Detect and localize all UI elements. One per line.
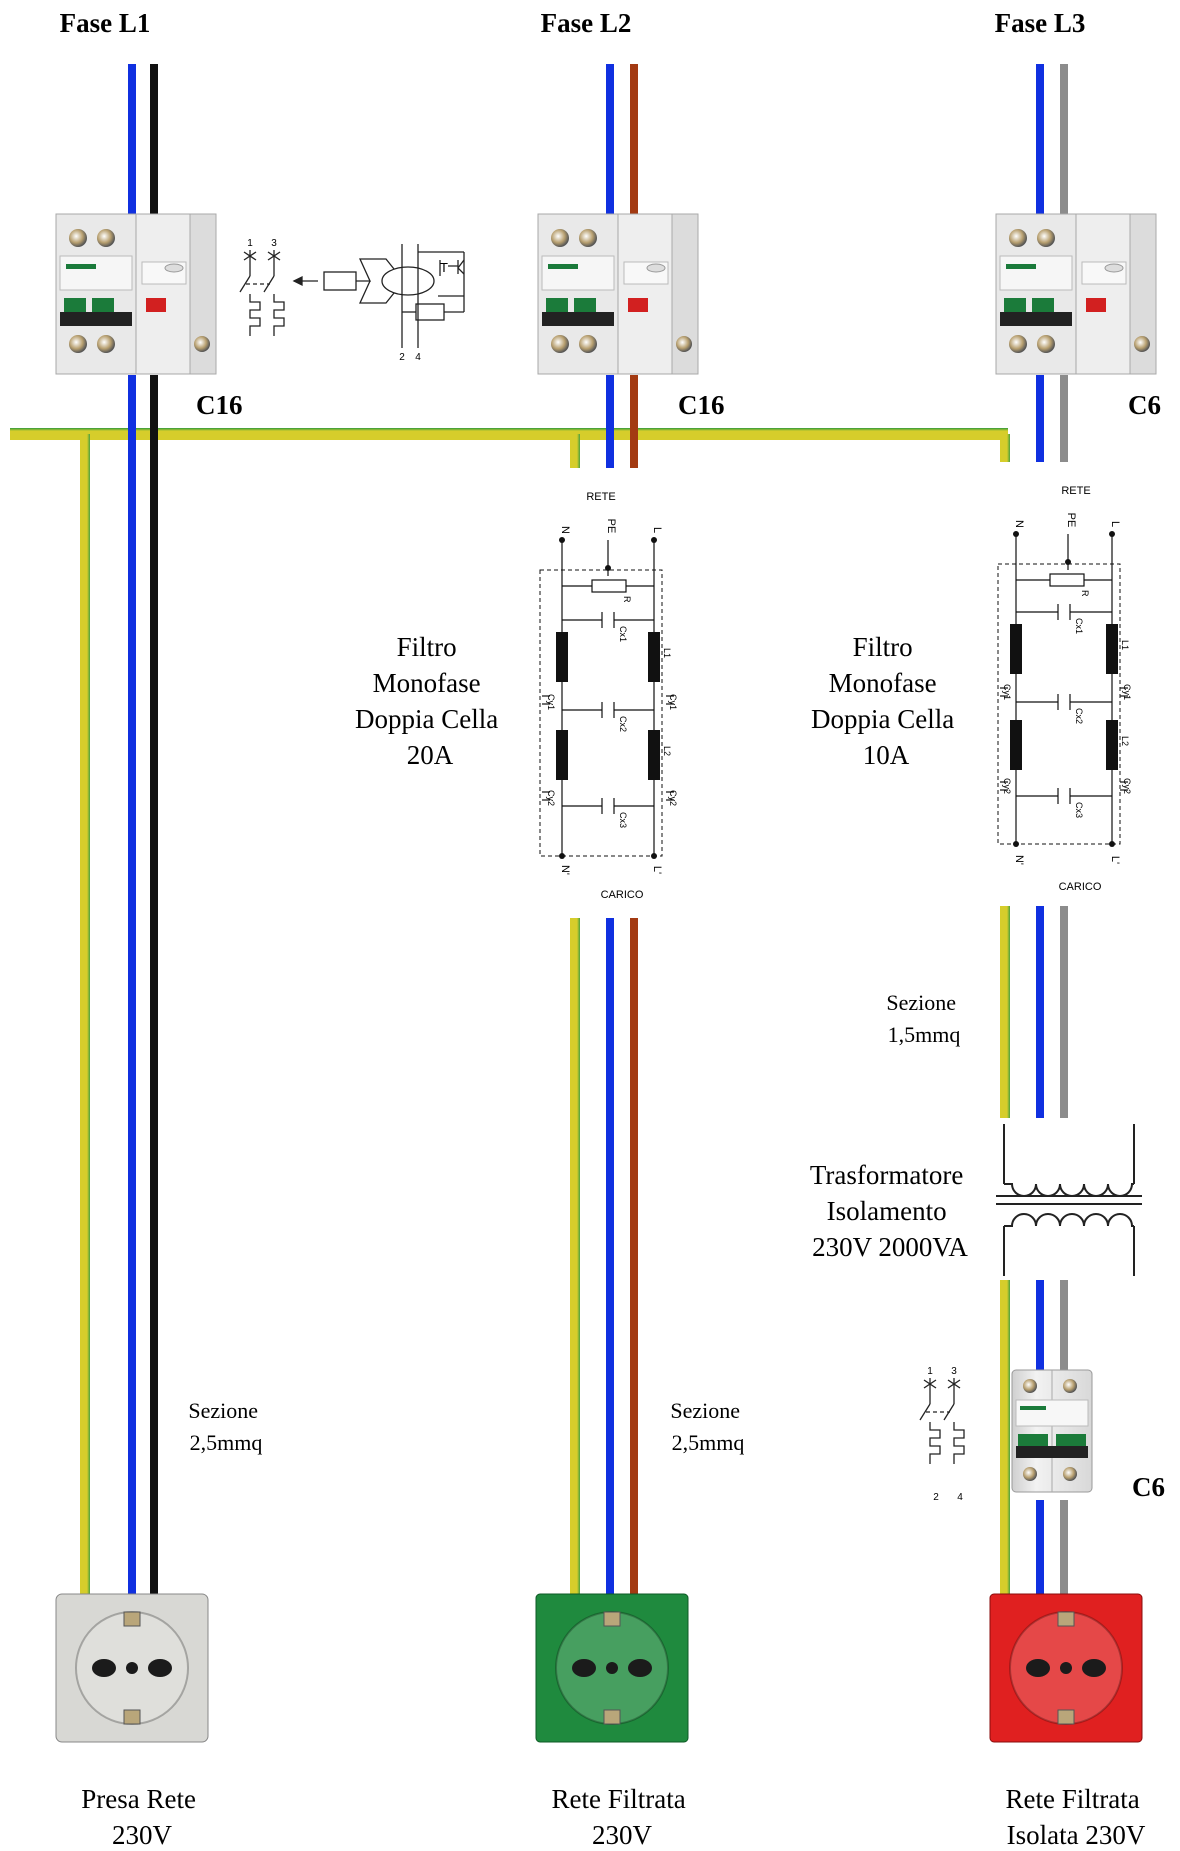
earth-wire-l2-top bbox=[570, 434, 580, 470]
filter-description-l3: Filtro Monofase Doppia Cella 10A bbox=[811, 632, 961, 770]
neutral-wire-l1-top bbox=[128, 64, 136, 216]
pin-2: 2 bbox=[399, 352, 405, 363]
phase-wire-l2-top bbox=[630, 64, 638, 216]
rcbo-breaker-l2 bbox=[537, 213, 699, 375]
outlet-label-l2: Rete Filtrata 230V bbox=[552, 1784, 693, 1850]
earth-wire-l3-top bbox=[1000, 434, 1010, 470]
earth-wire-l3-bot bbox=[1000, 1280, 1010, 1594]
phase-title-l3: Fase L3 bbox=[995, 8, 1086, 38]
label-r: R bbox=[1080, 590, 1090, 597]
neutral-wire-l3-c bbox=[1036, 1500, 1044, 1594]
pin-2: 2 bbox=[933, 1492, 939, 1503]
filter-input-label: RETE bbox=[586, 491, 615, 503]
rcbo-breaker-l1 bbox=[55, 213, 217, 375]
pin-4: 4 bbox=[415, 352, 421, 363]
label-cy1-right: Cy1 bbox=[1122, 684, 1132, 700]
pin-1: 1 bbox=[247, 238, 253, 249]
phase-title-l2: Fase L2 bbox=[541, 8, 632, 38]
label-cy2-right: Cy2 bbox=[1122, 778, 1132, 794]
earth-wire-l1 bbox=[80, 434, 90, 1594]
term-pe: PE bbox=[1065, 513, 1077, 528]
neutral-wire-l2-top bbox=[606, 64, 614, 216]
phase-wire-l3-mid bbox=[1060, 375, 1068, 470]
neutral-wire-l3-mid bbox=[1036, 375, 1044, 470]
label-cy1-left: Cy1 bbox=[546, 694, 556, 710]
phase-wire-l2-mid bbox=[630, 375, 638, 470]
test-button-label: T bbox=[440, 260, 448, 275]
rcbo-breaker-l3 bbox=[995, 213, 1157, 375]
phase-title-l1: Fase L1 bbox=[60, 8, 151, 38]
phase-wire-l1 bbox=[150, 375, 158, 1594]
label-cy2-right: Cy2 bbox=[668, 790, 678, 806]
label-cy2-left: Cy2 bbox=[546, 790, 556, 806]
pin-1: 1 bbox=[927, 1366, 933, 1377]
transformer-description: Trasformatore Isolamento 230V 2000VA bbox=[810, 1160, 970, 1262]
neutral-wire-l3-top bbox=[1036, 64, 1044, 216]
breaker-rating-l2: C16 bbox=[678, 390, 725, 420]
outlet-l3 bbox=[989, 1593, 1143, 1743]
wire-section-l2: Sezione 2,5mmq bbox=[670, 1398, 745, 1455]
wire-section-l3: Sezione 1,5mmq bbox=[886, 990, 961, 1047]
second-breaker-rating-l3: C6 bbox=[1132, 1472, 1165, 1502]
term-l-out: L' bbox=[651, 866, 663, 874]
filter-output-label: CARICO bbox=[1059, 881, 1102, 893]
outlet-l2 bbox=[535, 1593, 689, 1743]
filter-output-label: CARICO bbox=[601, 889, 644, 901]
neutral-wire-l3-b bbox=[1036, 1280, 1044, 1370]
earth-wire-l3-mid bbox=[1000, 906, 1010, 1118]
mcb-schematic-symbol: 1 3 2 4 bbox=[919, 1366, 965, 1503]
earth-bus bbox=[10, 428, 1008, 440]
term-n-out: N' bbox=[559, 865, 571, 875]
filter-input-label: RETE bbox=[1061, 485, 1090, 497]
label-cx3: Cx3 bbox=[1074, 802, 1084, 818]
neutral-wire-l2-mid bbox=[606, 375, 614, 470]
term-l: L bbox=[651, 527, 663, 533]
wire-section-l1: Sezione 2,5mmq bbox=[188, 1398, 263, 1455]
pin-4: 4 bbox=[957, 1492, 963, 1503]
phase-wire-l3-c bbox=[1060, 1500, 1068, 1594]
label-cy2-left: Cy2 bbox=[1002, 778, 1012, 794]
label-cx1: Cx1 bbox=[1074, 618, 1084, 634]
earth-wire-l2 bbox=[570, 918, 580, 1594]
label-cx2: Cx2 bbox=[1074, 708, 1084, 724]
mcb-breaker-l3 bbox=[1011, 1369, 1093, 1493]
phase-wire-l3-a bbox=[1060, 906, 1068, 1118]
label-cx2: Cx2 bbox=[618, 716, 628, 732]
label-cx1: Cx1 bbox=[618, 626, 628, 642]
phase-wire-l3-b bbox=[1060, 1280, 1068, 1370]
phase-wire-l2 bbox=[630, 918, 638, 1594]
label-l1: L1 bbox=[1120, 640, 1130, 650]
pin-3: 3 bbox=[951, 1366, 957, 1377]
breaker-rating-l3: C6 bbox=[1128, 390, 1161, 420]
term-n-out: N' bbox=[1013, 855, 1025, 865]
label-cy1-right: Cy1 bbox=[668, 694, 678, 710]
isolation-transformer bbox=[992, 1118, 1142, 1280]
label-l1: L1 bbox=[662, 648, 672, 658]
label-l2: L2 bbox=[1120, 736, 1130, 746]
label-r: R bbox=[622, 596, 632, 603]
term-pe: PE bbox=[605, 519, 617, 534]
rcd-schematic-symbol: 1 3 T 2 4 bbox=[239, 238, 465, 363]
phase-wire-l3-top bbox=[1060, 64, 1068, 216]
filter-description-l2: Filtro Monofase Doppia Cella 20A bbox=[355, 632, 505, 770]
emi-filter-l2: RETE N PE L bbox=[530, 468, 678, 918]
breaker-rating-l1: C16 bbox=[196, 390, 243, 420]
term-n: N bbox=[559, 526, 571, 534]
label-cx3: Cx3 bbox=[618, 812, 628, 828]
outlet-l1 bbox=[55, 1593, 209, 1743]
label-cy1-left: Cy1 bbox=[1002, 684, 1012, 700]
outlet-label-l3: Rete Filtrata Isolata 230V bbox=[1006, 1784, 1147, 1850]
emi-filter-l3: RETE N PE L bbox=[984, 462, 1132, 906]
neutral-wire-l2 bbox=[606, 918, 614, 1594]
neutral-wire-l1 bbox=[128, 375, 136, 1594]
neutral-wire-l3-a bbox=[1036, 906, 1044, 1118]
term-l: L bbox=[1109, 521, 1121, 527]
pin-3: 3 bbox=[271, 238, 277, 249]
outlet-label-l1: Presa Rete 230V bbox=[81, 1784, 202, 1850]
term-l-out: L' bbox=[1109, 856, 1121, 864]
term-n: N bbox=[1013, 520, 1025, 528]
phase-wire-l1-top bbox=[150, 64, 158, 216]
label-l2: L2 bbox=[662, 746, 672, 756]
